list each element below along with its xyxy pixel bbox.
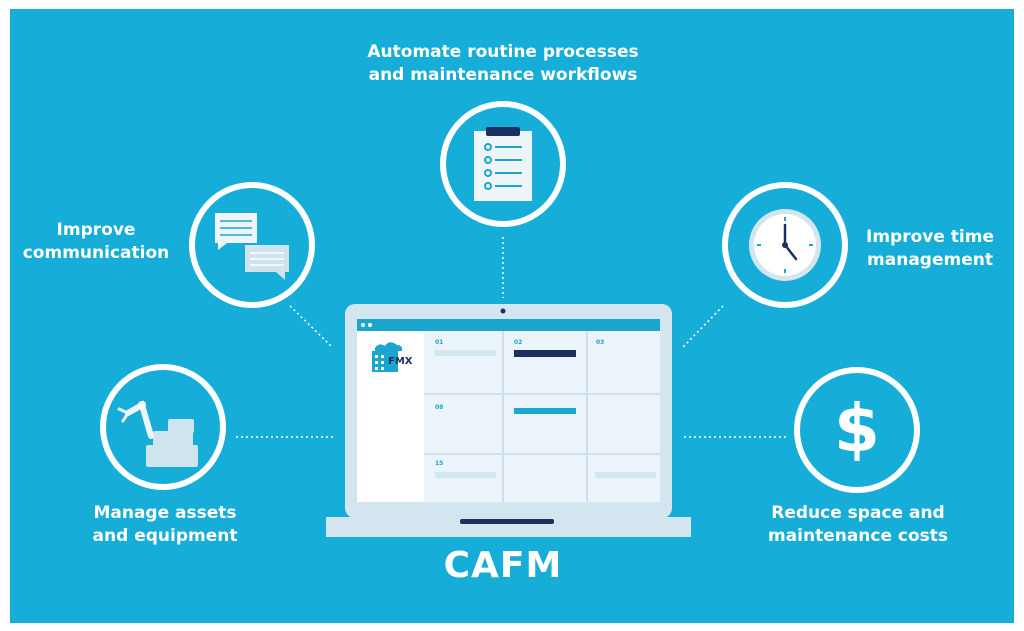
automate-label-line1: Automate routine processes: [367, 42, 639, 62]
time-badge: [722, 182, 848, 308]
costs-label-line2: maintenance costs: [767, 526, 949, 546]
chat-bubbles-icon: [215, 213, 289, 280]
cafm-title: CAFM: [443, 545, 563, 586]
communication-label: Improve communication: [16, 219, 176, 265]
connector-communication: [289, 305, 333, 348]
dollar-sign-icon: $: [834, 390, 880, 467]
fmx-logo-icon: [372, 342, 403, 372]
automate-label-line2: and maintenance workflows: [368, 65, 638, 85]
communication-label-line1: Improve: [56, 220, 136, 240]
costs-badge: [794, 367, 920, 493]
communication-badge: [189, 182, 315, 308]
automate-badge: [440, 101, 566, 227]
assets-label-line1: Manage assets: [93, 503, 237, 523]
calendar-day-08: 08: [435, 404, 444, 411]
connector-time: [682, 305, 724, 348]
calendar-day-01: 01: [435, 339, 444, 346]
clipboard-checklist-icon: [474, 127, 532, 201]
time-label: Improve time management: [855, 226, 1005, 272]
calendar-day-15: 15: [435, 460, 444, 467]
fmx-logo-text: FMX: [388, 356, 413, 367]
assets-label: Manage assets and equipment: [75, 502, 255, 548]
assets-badge: [100, 364, 226, 490]
costs-label-line1: Reduce space and: [771, 503, 945, 523]
costs-label: Reduce space and maintenance costs: [752, 502, 964, 548]
communication-label-line2: communication: [22, 243, 170, 263]
robotic-arm-icon: [117, 400, 198, 467]
connectors: [236, 237, 787, 438]
calendar-day-02: 02: [514, 339, 523, 346]
assets-label-line2: and equipment: [92, 526, 238, 546]
time-label-line1: Improve time: [866, 227, 994, 247]
automate-label: Automate routine processes and maintenan…: [353, 41, 653, 87]
time-label-line2: management: [867, 250, 993, 270]
calendar-day-03: 03: [596, 339, 605, 346]
laptop-illustration: [326, 304, 691, 537]
clock-icon: [749, 209, 821, 281]
